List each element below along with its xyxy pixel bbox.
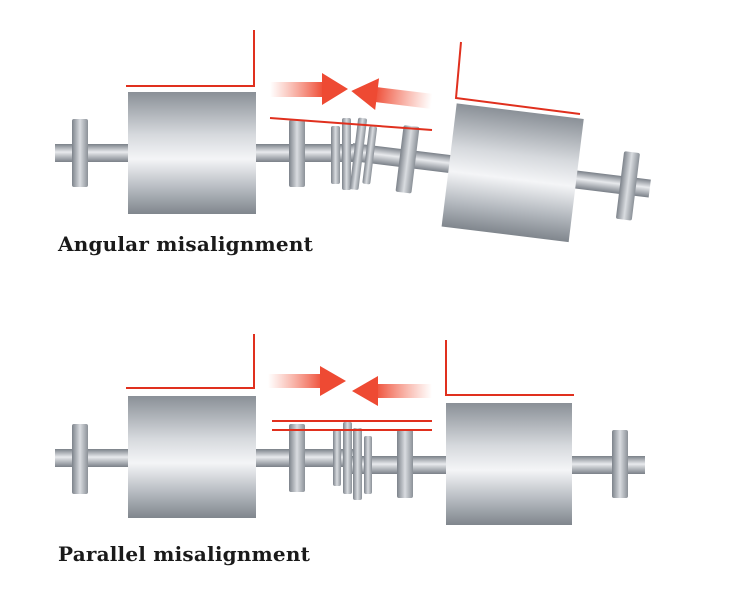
right-face-indicator — [445, 340, 574, 396]
right-motor-body — [446, 403, 572, 525]
angular-diagram — [55, 30, 651, 243]
coupling-disc-1 — [333, 430, 341, 486]
parallel-diagram — [55, 334, 645, 525]
right-arrow-head — [320, 366, 346, 396]
left-hub-disc — [289, 120, 305, 187]
angular-misalignment-caption: Angular misalignment — [58, 232, 314, 256]
left-face-indicator — [126, 334, 255, 389]
parallel-arrows — [268, 366, 432, 406]
right-motor-body — [441, 103, 584, 243]
right-arrow-shaft — [268, 374, 324, 388]
coupling-disc-2 — [343, 422, 352, 494]
right-end-collar — [616, 151, 640, 221]
left-face-indicator — [126, 30, 255, 87]
parallel-indicator-lines — [126, 334, 574, 431]
parallel-misalignment-caption: Parallel misalignment — [58, 542, 311, 566]
left-arrow-head — [351, 78, 380, 111]
left-hub-indicator — [269, 117, 433, 131]
right-hub-disc — [395, 125, 420, 194]
coupling-disc-4 — [362, 126, 378, 185]
coupling-disc-3 — [349, 117, 367, 190]
right-hub-disc — [397, 430, 413, 498]
angular-arrows — [270, 73, 433, 111]
left-motor-body — [128, 92, 256, 214]
left-motor-body — [128, 396, 256, 518]
tilted-right-assembly — [349, 103, 651, 243]
right-arrow-shaft — [270, 82, 324, 97]
right-arrow-head — [322, 73, 348, 105]
coupling-disc-1 — [331, 126, 340, 184]
left-arrow-head — [352, 376, 378, 406]
left-hub-disc — [289, 424, 305, 492]
left-arrow-shaft — [373, 86, 433, 109]
coupling-disc-4 — [364, 436, 372, 494]
coupling-disc-2 — [342, 118, 351, 190]
left-arrow-shaft — [374, 384, 432, 398]
right-end-collar — [612, 430, 628, 498]
angular-indicator-lines — [126, 30, 581, 131]
left-end-collar — [72, 119, 88, 187]
coupling-disc-3 — [353, 428, 362, 500]
right-face-indicator — [454, 41, 581, 115]
left-end-collar — [72, 424, 88, 494]
